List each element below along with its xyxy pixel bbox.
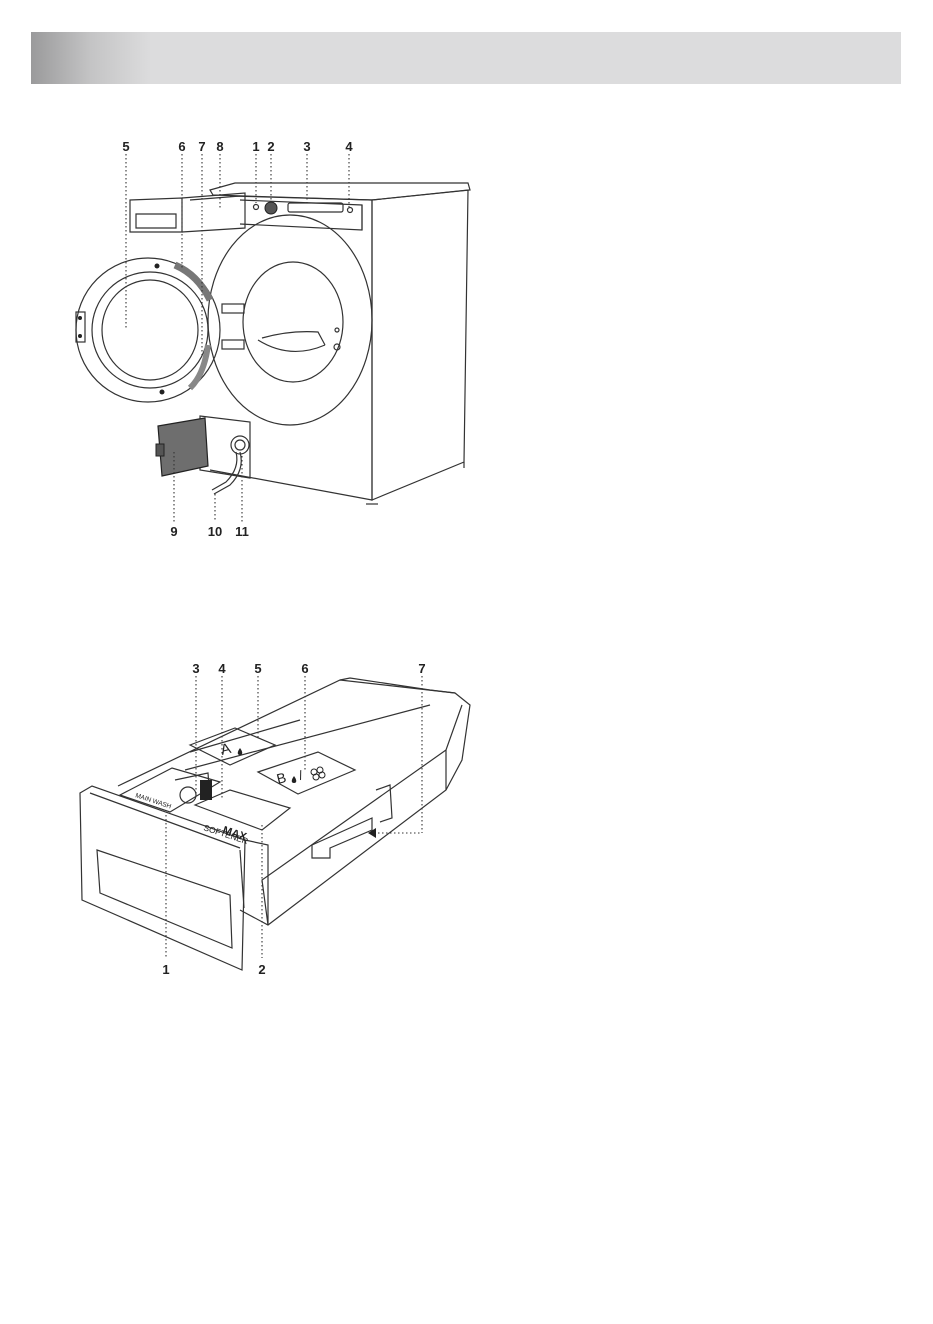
callout-6: 6 <box>178 139 185 154</box>
callout-5: 5 <box>122 139 129 154</box>
detergent-drawer-illustration <box>80 676 470 970</box>
callout-1: 1 <box>162 962 169 977</box>
callout-2: 2 <box>258 962 265 977</box>
callout-3: 3 <box>303 139 310 154</box>
callout-4: 4 <box>345 139 353 154</box>
callout-10: 10 <box>208 524 222 539</box>
callout-7: 7 <box>418 661 425 676</box>
callout-2: 2 <box>267 139 274 154</box>
washing-machine-illustration <box>76 154 470 522</box>
slash-separator: / <box>297 767 305 783</box>
callout-9: 9 <box>170 524 177 539</box>
callout-4: 4 <box>218 661 226 676</box>
figure2-callouts: 3 4 5 6 7 1 2 <box>162 661 425 977</box>
compartment-b-label: B <box>275 769 288 787</box>
liquid-drop-icon <box>238 748 243 755</box>
flower-icon <box>311 767 325 780</box>
callout-5: 5 <box>254 661 261 676</box>
callout-6: 6 <box>301 661 308 676</box>
callout-3: 3 <box>192 661 199 676</box>
liquid-drop-icon <box>292 776 297 783</box>
compartment-a-label: A <box>219 740 233 759</box>
callout-1: 1 <box>252 139 259 154</box>
callout-11: 11 <box>235 524 249 539</box>
callout-8: 8 <box>216 139 223 154</box>
callout-7: 7 <box>198 139 205 154</box>
